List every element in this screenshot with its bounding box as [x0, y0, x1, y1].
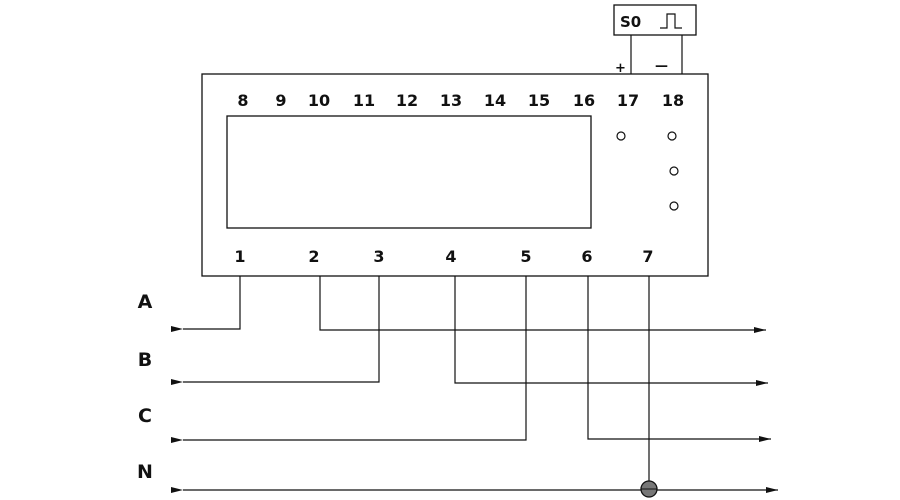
terminal-label-13: 13	[440, 91, 462, 110]
polarity-plus-label: +	[615, 61, 626, 76]
line-labels: A B C N	[137, 291, 153, 483]
terminal-label-1: 1	[234, 247, 245, 266]
terminal-label-6: 6	[581, 247, 592, 266]
indicator-led	[616, 131, 626, 141]
terminal-label-9: 9	[275, 91, 286, 110]
bottom-terminal-labels: 1 2 3 4 5 6 7	[234, 247, 653, 266]
line-label-b: B	[138, 349, 152, 371]
indicator-led	[669, 166, 679, 176]
wire-a-in	[171, 276, 241, 332]
line-label-n: N	[137, 461, 153, 483]
wire-c-in	[171, 276, 527, 443]
pulse-waveform-icon	[660, 13, 682, 29]
pulse-output-module: S0 + —	[613, 4, 697, 76]
wire-a-out	[319, 276, 766, 333]
terminal-label-5: 5	[520, 247, 531, 266]
line-label-c: C	[138, 405, 152, 427]
indicator-led	[667, 131, 677, 141]
terminal-label-12: 12	[396, 91, 418, 110]
wire-b-in	[171, 276, 380, 385]
terminal-label-11: 11	[353, 91, 375, 110]
terminal-label-2: 2	[308, 247, 319, 266]
meter-display-window	[226, 115, 592, 229]
terminal-label-15: 15	[528, 91, 550, 110]
terminal-label-3: 3	[373, 247, 384, 266]
indicator-led	[669, 201, 679, 211]
terminal-label-18: 18	[662, 91, 684, 110]
terminal-label-16: 16	[573, 91, 595, 110]
terminal-label-14: 14	[484, 91, 506, 110]
line-label-a: A	[138, 291, 153, 313]
terminal-label-8: 8	[237, 91, 248, 110]
wire-c-out	[587, 276, 771, 442]
top-terminal-labels: 8 9 10 11 12 13 14 15 16 17 18	[237, 91, 684, 110]
wiring	[171, 276, 778, 498]
terminal-label-17: 17	[617, 91, 639, 110]
pulse-output-box	[613, 4, 697, 36]
pulse-output-label: S0	[620, 13, 641, 31]
polarity-minus-label: —	[655, 59, 668, 74]
terminal-label-10: 10	[308, 91, 330, 110]
wire-b-out	[454, 276, 768, 386]
terminal-label-4: 4	[445, 247, 456, 266]
terminal-label-7: 7	[642, 247, 653, 266]
